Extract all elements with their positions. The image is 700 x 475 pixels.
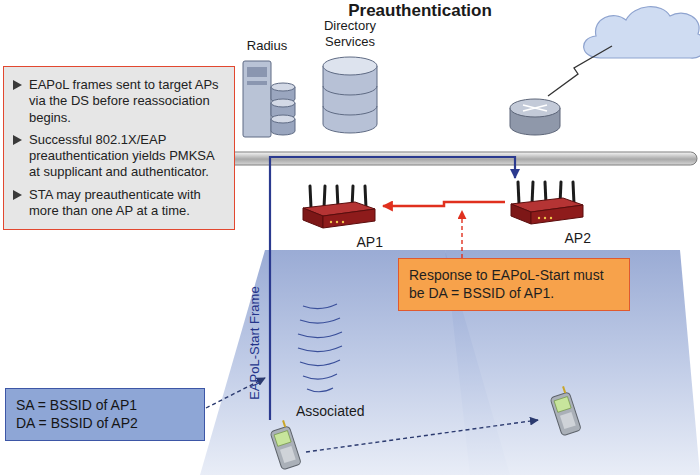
internet-cloud — [584, 7, 700, 59]
node-text: SA = BSSID of AP1 — [16, 397, 194, 415]
access-point-icon — [297, 184, 381, 234]
bullet-marker — [13, 80, 22, 90]
node-text: STA may preauthenticate with more than o… — [29, 187, 224, 220]
access-point-icon — [310, 186, 311, 208]
network-backbone — [225, 152, 697, 165]
access-point-icon — [303, 208, 323, 228]
radio-waves — [300, 360, 340, 366]
note-box: EAPoL frames sent to target APs via the … — [12, 77, 224, 126]
callout-leader — [461, 211, 462, 258]
radius-server: Radius — [234, 38, 300, 142]
access-point-icon — [518, 182, 519, 204]
node-text: Successful 802.1X/EAP preauthentication … — [29, 132, 224, 181]
access-point-icon — [336, 221, 338, 223]
wan-link — [548, 46, 612, 96]
callout-box: Response to EAPoL-Start must be DA = BSS… — [398, 258, 630, 311]
database-icon — [323, 106, 377, 115]
access-point-icon — [531, 205, 583, 224]
roaming-path — [306, 420, 538, 452]
node-text: DA = BSSID of AP2 — [16, 415, 194, 433]
router-symbol — [523, 105, 547, 111]
roaming-path — [306, 420, 538, 452]
radio-waves — [300, 318, 340, 323]
access-point-icon — [324, 186, 325, 208]
access-point-icon — [342, 221, 344, 223]
access-point-icon — [330, 221, 332, 223]
database-icon — [323, 86, 377, 95]
callout-leader — [462, 211, 463, 258]
station-phone — [548, 385, 582, 436]
access-point-icon — [544, 217, 546, 219]
internet-cloud — [584, 7, 700, 59]
node-text: AP1 — [297, 234, 383, 252]
bullet-marker — [13, 190, 22, 200]
bullet-marker — [13, 135, 22, 145]
radio-waves — [307, 388, 333, 392]
note-box: Successful 802.1X/EAP preauthentication … — [12, 132, 224, 181]
wan-link — [548, 46, 612, 96]
database-icon — [319, 54, 381, 138]
radio-waves — [303, 374, 337, 379]
access-point: AP2 — [505, 180, 591, 248]
radio-waves — [298, 332, 342, 338]
radio-waves — [298, 304, 342, 392]
access-point-icon — [550, 217, 552, 219]
server-icon — [271, 115, 295, 123]
radio-waves — [298, 346, 342, 352]
node-text: AP2 — [505, 230, 591, 248]
station-phone — [274, 431, 291, 447]
access-point-icon — [573, 182, 574, 204]
node-text: Radius — [234, 38, 300, 54]
server-icon — [237, 57, 297, 141]
router-symbol — [510, 99, 560, 117]
connector-arrow — [383, 202, 505, 206]
radio-waves — [303, 304, 337, 309]
access-point-icon — [511, 204, 531, 224]
server-icon — [247, 81, 267, 85]
frame-label: EAPoL-Start Frame — [247, 290, 263, 400]
node-text: EAPoL frames sent to target APs via the … — [29, 77, 224, 126]
station-phone — [560, 412, 576, 429]
note-box: EAPoL frames sent to target APs via the … — [3, 66, 235, 230]
station-phone — [563, 386, 565, 393]
server-icon — [271, 99, 295, 107]
access-point-icon — [538, 217, 540, 219]
coverage-area — [200, 250, 700, 475]
station-phone — [550, 392, 581, 436]
station-phone — [268, 419, 302, 470]
network-backbone — [225, 152, 697, 165]
station-phone — [554, 397, 571, 413]
access-point-icon — [532, 182, 533, 204]
access-point-icon — [323, 209, 375, 228]
access-point-icon — [505, 180, 589, 230]
database-icon — [323, 66, 377, 133]
station-phone — [283, 420, 285, 427]
directory-server: Directory Services — [308, 18, 392, 138]
address-box: SA = BSSID of AP1DA = BSSID of AP2 — [5, 388, 205, 441]
node-text: Directory Services — [308, 18, 392, 51]
station-phone — [280, 446, 296, 463]
station-phone — [270, 426, 301, 470]
server-icon — [271, 83, 295, 91]
database-icon — [323, 57, 377, 75]
access-point: AP1 — [297, 184, 383, 252]
node-text: Response to EAPoL-Start must be DA = BSS… — [409, 267, 619, 302]
server-icon — [247, 67, 267, 77]
server-icon — [243, 61, 271, 137]
access-point-icon — [365, 186, 366, 208]
router-symbol — [510, 99, 560, 135]
station-state-label: Associated — [296, 403, 386, 420]
note-box: STA may preauthenticate with more than o… — [12, 187, 224, 220]
